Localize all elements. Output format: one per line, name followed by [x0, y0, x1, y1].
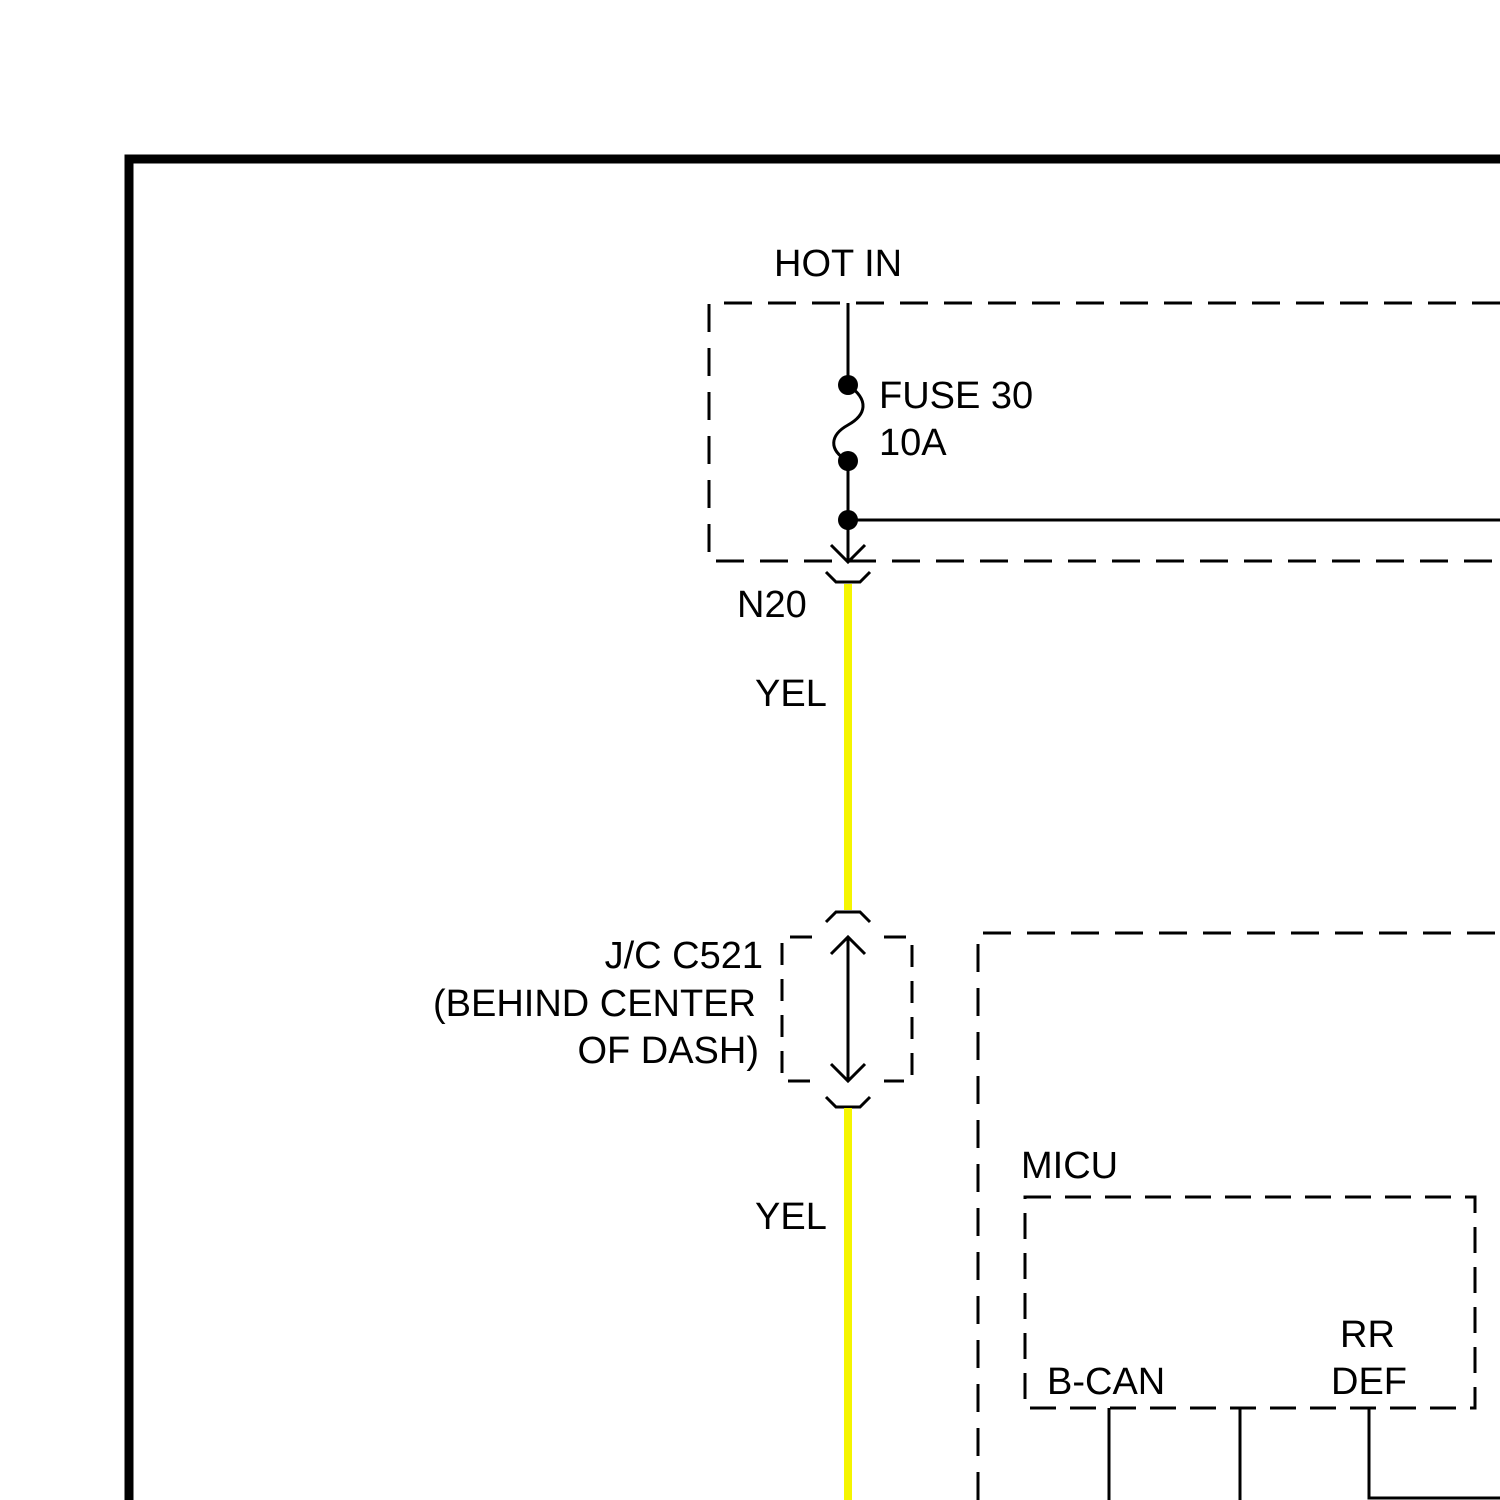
- bcan-label: B-CAN: [1047, 1361, 1165, 1403]
- fuse-box-enclosure: [709, 303, 1500, 561]
- jc-label-line2: (BEHIND CENTER: [433, 983, 756, 1025]
- wire-color-upper-label: YEL: [755, 673, 827, 715]
- hot-in-label: HOT IN: [774, 243, 902, 285]
- micu-label: MICU: [1021, 1145, 1118, 1187]
- jc-label-line3: OF DASH): [577, 1030, 759, 1072]
- outer-frame: [129, 159, 1500, 1500]
- rrdef-label-line1: RR: [1340, 1314, 1395, 1356]
- connector-n20-female: [826, 572, 870, 582]
- rrdef-label-line2: DEF: [1331, 1361, 1407, 1403]
- connector-n20-label: N20: [737, 584, 807, 626]
- fuse-name-label: FUSE 30: [879, 375, 1033, 417]
- wire-color-lower-label: YEL: [755, 1196, 827, 1238]
- fuse-rating-label: 10A: [879, 422, 947, 464]
- fuse-element: [834, 385, 863, 461]
- jc-bottom-cup: [826, 1097, 870, 1107]
- jc-label-line1: J/C C521: [605, 935, 763, 977]
- rrdef-wire: [1369, 1408, 1500, 1498]
- jc-top-cup: [826, 912, 870, 922]
